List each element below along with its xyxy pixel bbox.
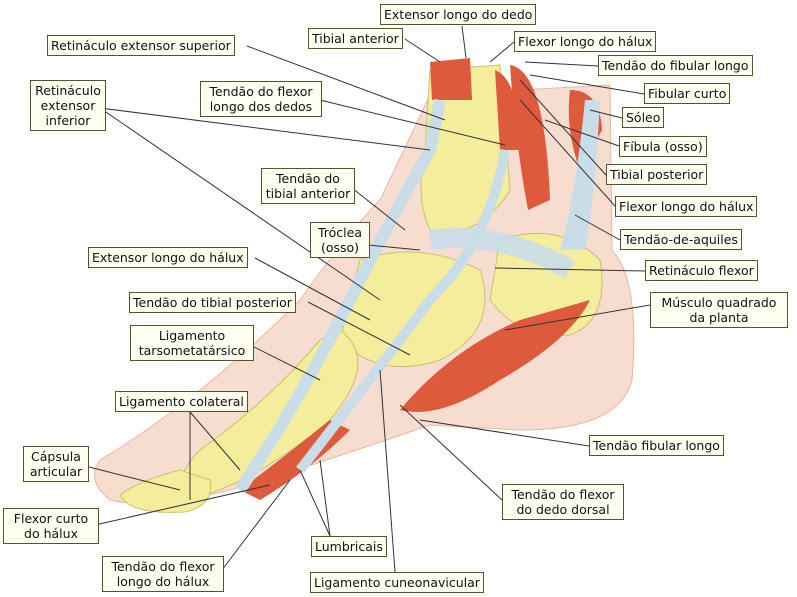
label-tendao-tibial-posterior: Tendão do tibial posterior	[129, 292, 296, 313]
label-tibial-anterior: Tibial anterior	[308, 28, 403, 49]
label-ligamento-cuneonavicular: Ligamento cuneonavicular	[310, 572, 484, 593]
label-extensor-longo-halux: Extensor longo do hálux	[88, 247, 248, 268]
label-lumbricais: Lumbricais	[311, 536, 387, 557]
label-tendao-tibial-anterior: Tendão do tibial anterior	[261, 168, 355, 204]
label-ligamento-colateral: Ligamento colateral	[115, 391, 248, 412]
label-fibula: Fíbula (osso)	[619, 136, 707, 157]
leader-lines	[84, 25, 651, 573]
label-retinaculo-extensor-superior: Retináculo extensor superior	[47, 35, 235, 56]
muscle-flexor	[495, 70, 520, 150]
label-fibular-curto: Fibular curto	[644, 83, 731, 104]
tendon-anterior	[235, 98, 446, 494]
label-tendao-flexor-longo-halux: Tendão do flexor longo do hálux	[102, 556, 224, 592]
label-flexor-longo-halux: Flexor longo do hálux	[615, 196, 758, 217]
label-soleo: Sóleo	[622, 107, 665, 128]
retinaculum-flexor	[428, 228, 575, 279]
tendon-medial	[296, 149, 510, 474]
label-extensor-longo-dedo: Extensor longo do dedo	[380, 4, 537, 25]
muscle-tibialis	[430, 58, 472, 100]
muscle-quadratus	[400, 300, 590, 412]
label-troclea: Tróclea (osso)	[310, 222, 370, 258]
label-ligamento-tarsometatarsico: Ligamento tarsometatársico	[130, 325, 254, 361]
label-flexor-longo-halux-top: Flexor longo do hálux	[514, 31, 657, 52]
label-retinaculo-extensor-inferior: Retináculo extensor inferior	[30, 80, 106, 131]
achilles-tendon	[560, 100, 600, 250]
label-tendao-flexor-dedo-dorsal: Tendão do flexor do dedo dorsal	[502, 484, 624, 520]
label-tendao-flexor-longo-dedos: Tendão do flexor longo dos dedos	[200, 81, 322, 117]
label-tendao-fibular-longo: Tendão do fibular longo	[598, 55, 753, 76]
label-tendao-aquiles: Tendão-de-aquiles	[620, 229, 742, 250]
label-tibial-posterior: Tibial posterior	[606, 164, 708, 185]
label-retinaculo-flexor: Retináculo flexor	[645, 260, 758, 281]
label-musculo-quadrado-planta: Músculo quadrado da planta	[650, 292, 788, 328]
label-tendao-fibular-longo-2: Tendão fibular longo	[589, 435, 724, 456]
muscle-fibular	[510, 65, 550, 210]
label-capsula-articular: Cápsula articular	[23, 446, 89, 482]
label-flexor-curto-halux: Flexor curto do hálux	[3, 508, 99, 544]
